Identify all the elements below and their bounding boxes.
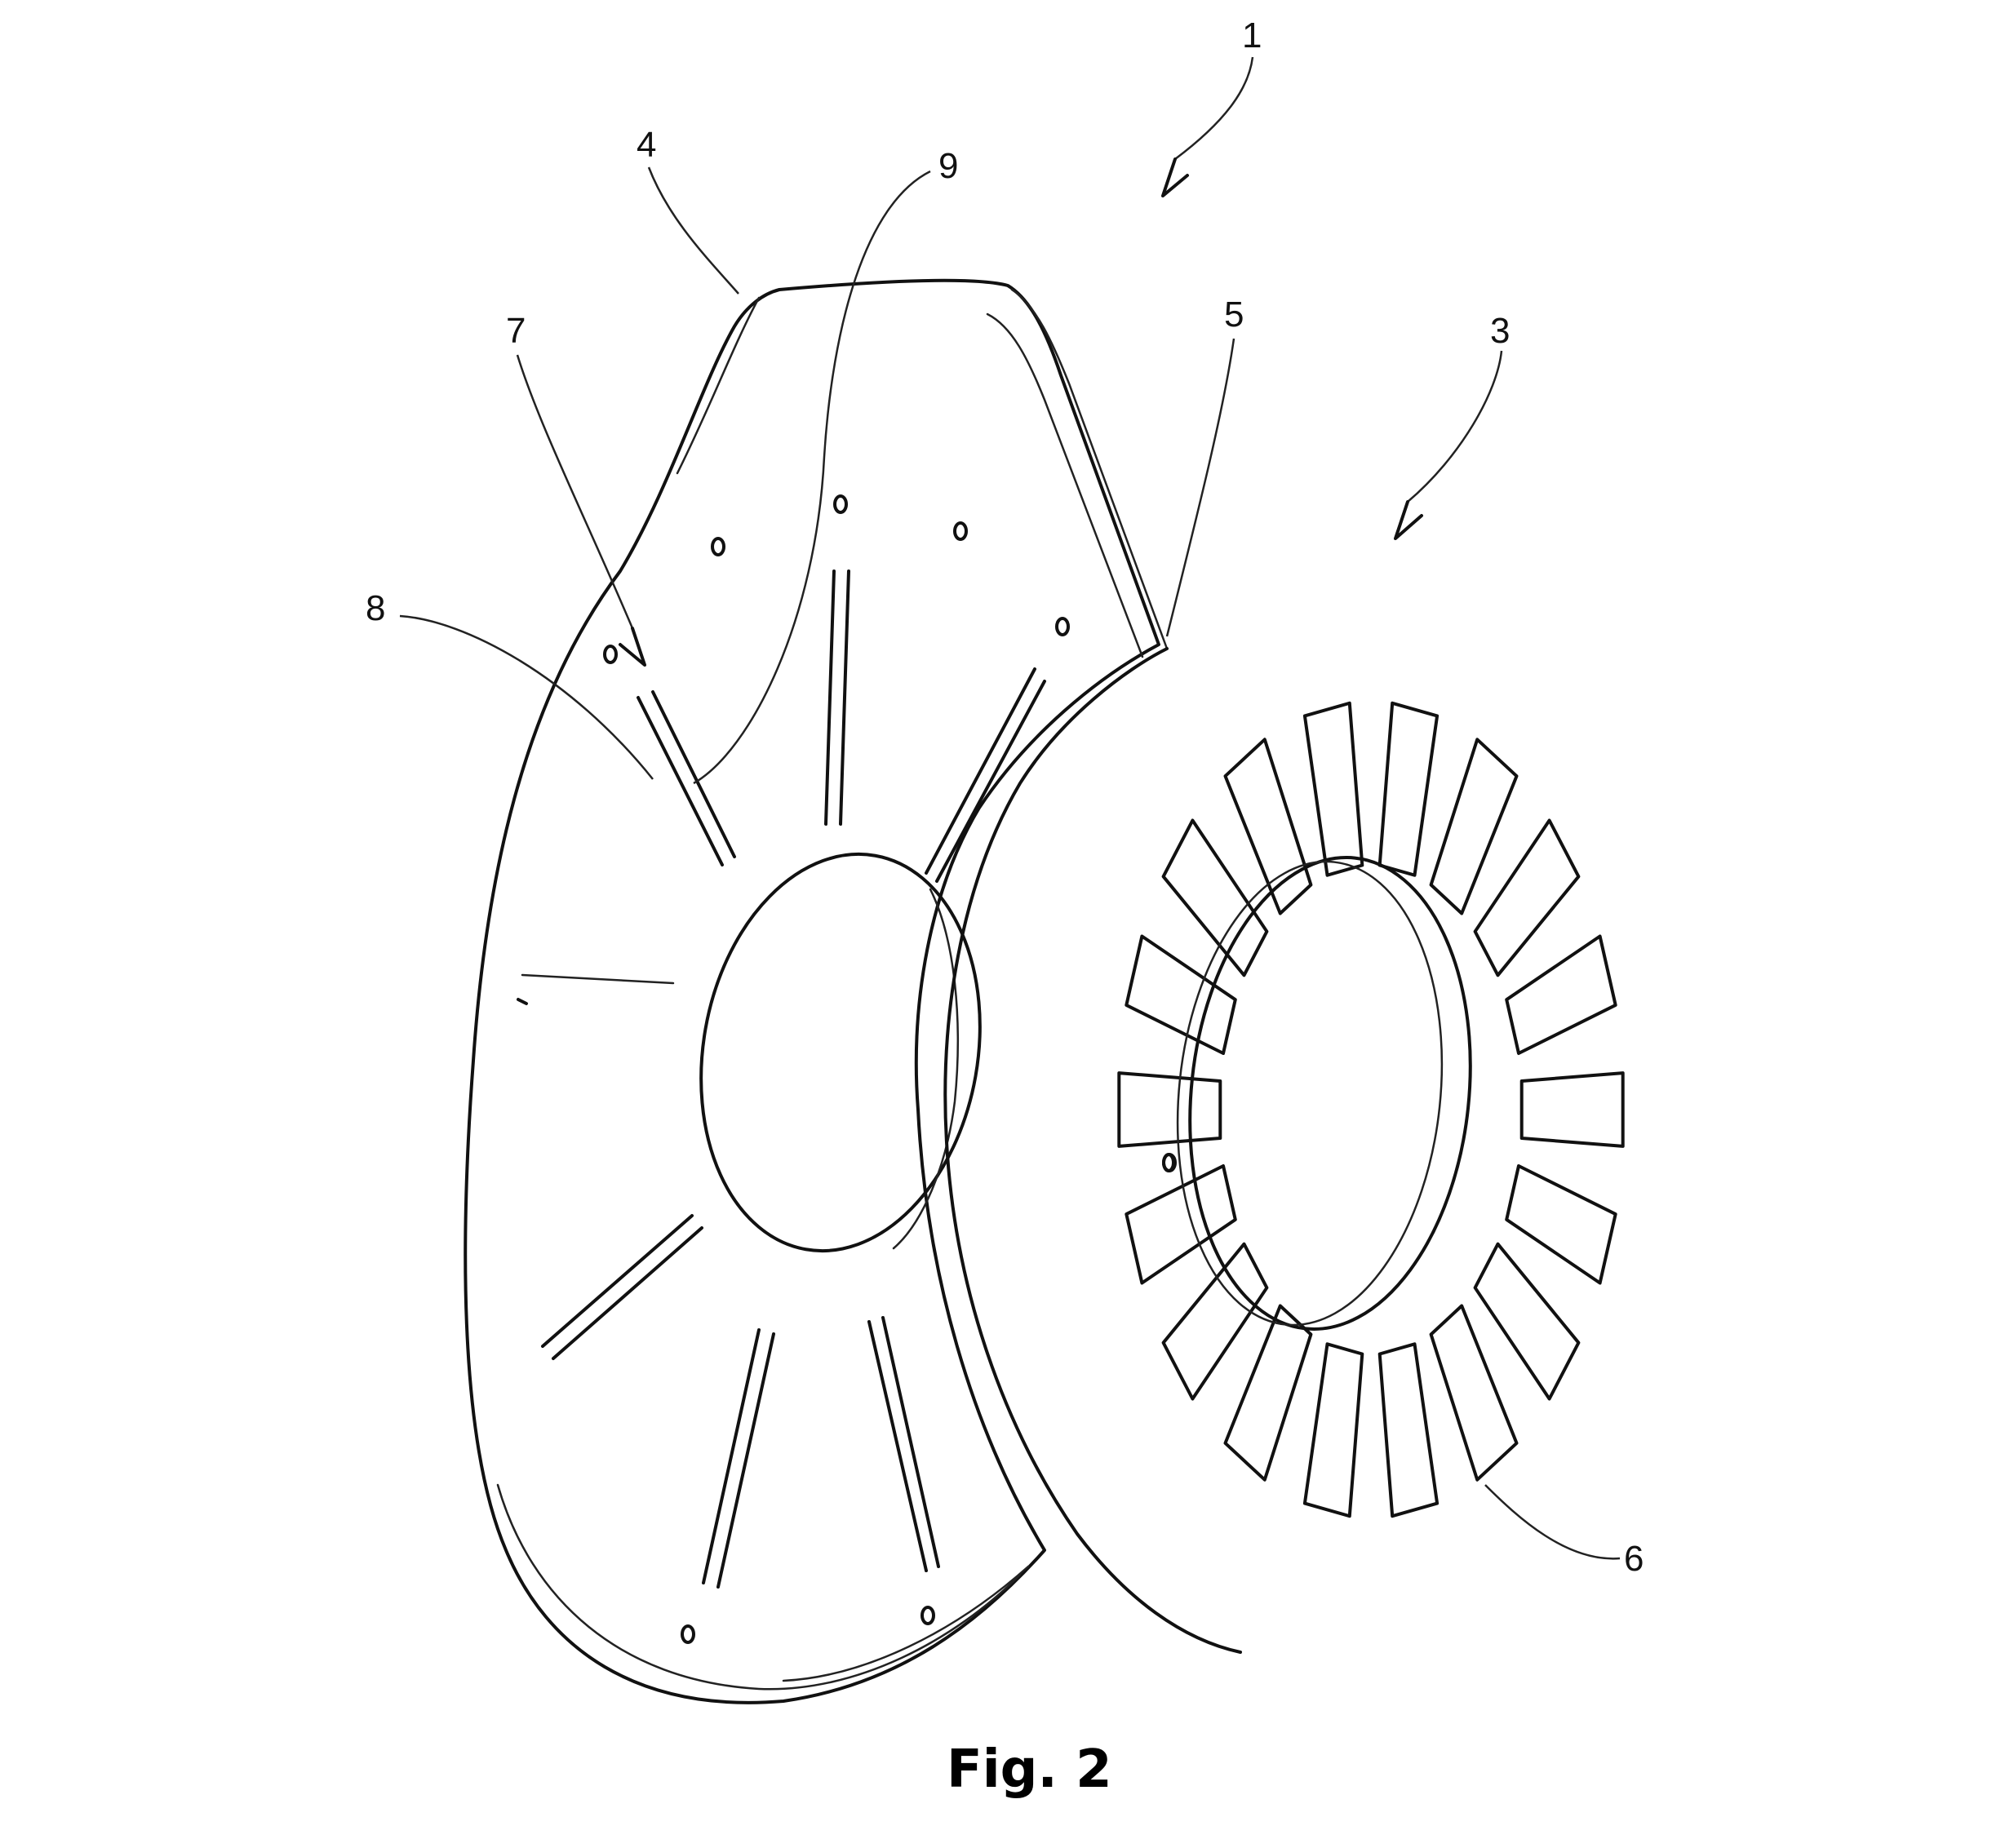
label-5: 5 — [1224, 295, 1244, 335]
label-6: 6 — [1624, 1539, 1644, 1579]
stator-tooth — [1117, 1071, 1222, 1148]
stator-tooth — [1429, 1304, 1519, 1482]
stator-tooth — [1377, 701, 1440, 877]
stator-tooth — [1161, 1242, 1269, 1401]
label-7: 7 — [506, 311, 526, 351]
stator-core — [943, 647, 1625, 1654]
plate-slots — [517, 569, 1046, 1589]
stator-tooth — [1302, 701, 1364, 877]
stator-tooth — [1125, 1164, 1237, 1285]
stator-tooth — [1505, 1164, 1617, 1285]
stator-tooth — [1302, 1342, 1364, 1518]
stator-tooth — [1223, 738, 1313, 915]
figure-caption: Fig. 2 — [947, 1739, 1112, 1800]
end-plate — [464, 278, 1177, 1704]
stator-tooth — [1223, 1304, 1313, 1482]
stator-teeth — [1117, 701, 1625, 1518]
stator-tooth — [1429, 738, 1519, 915]
plate-holes — [603, 494, 1177, 1644]
reference-labels: 1 3 4 5 6 7 8 9 — [366, 16, 1644, 1579]
stator-tooth — [1161, 818, 1269, 977]
stator-tooth — [1519, 1071, 1625, 1148]
label-4: 4 — [637, 125, 656, 165]
label-1: 1 — [1242, 16, 1262, 55]
label-9: 9 — [938, 146, 958, 186]
stator-tooth — [1473, 1242, 1581, 1401]
label-3: 3 — [1490, 311, 1510, 351]
stator-tooth — [1125, 934, 1237, 1055]
stator-tooth — [1505, 934, 1617, 1055]
stator-tooth — [1377, 1342, 1440, 1518]
label-8: 8 — [366, 588, 385, 628]
stator-tooth — [1473, 818, 1581, 977]
